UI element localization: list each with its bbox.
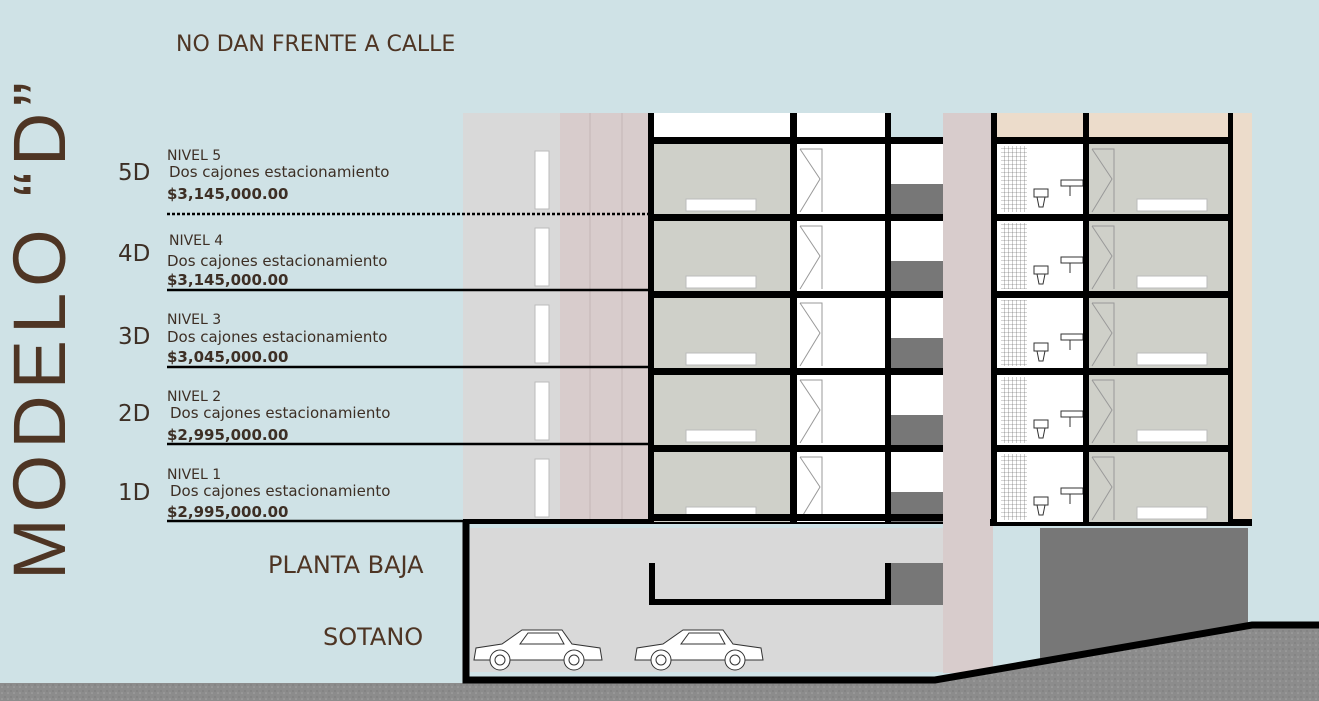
- hall-left: [797, 144, 885, 214]
- toilet-icon: [1033, 188, 1049, 208]
- wall: [790, 113, 797, 521]
- right-facade: [1233, 113, 1252, 521]
- level-name: NIVEL 4: [169, 233, 224, 249]
- bed-icon: [685, 352, 757, 366]
- level-price: $3,045,000.00: [167, 348, 289, 366]
- bed-icon: [1136, 506, 1208, 520]
- stair-gap: [891, 144, 943, 184]
- hall-left: [797, 375, 885, 445]
- window-icon: [534, 227, 550, 287]
- floor-slab: [991, 214, 1233, 221]
- level-name: NIVEL 3: [167, 312, 222, 328]
- stair-gap: [891, 298, 943, 338]
- stair-landing: [891, 415, 943, 445]
- door-icon: [1091, 148, 1115, 213]
- level-code: 1D: [118, 480, 151, 506]
- door-icon: [1091, 225, 1115, 290]
- wall: [1083, 113, 1089, 521]
- stair-landing: [891, 338, 943, 368]
- level-price: $2,995,000.00: [167, 503, 289, 521]
- tile-wall: [1001, 377, 1027, 443]
- ground: [0, 625, 1319, 701]
- planta-baja-frame: [649, 563, 891, 605]
- floor-slab: [991, 368, 1233, 375]
- wall: [1228, 113, 1233, 521]
- tile-wall: [1001, 454, 1027, 520]
- level-code: 4D: [118, 241, 151, 267]
- hall-left: [797, 452, 885, 522]
- bed-icon: [1136, 352, 1208, 366]
- floor-slab: [991, 291, 1233, 298]
- hall-left: [797, 221, 885, 291]
- window-icon: [534, 381, 550, 441]
- ramp-block: [891, 563, 943, 605]
- basement-walls: [462, 521, 1319, 684]
- level-code: 3D: [118, 324, 151, 350]
- car-icon: [473, 629, 603, 671]
- level-name: NIVEL 2: [167, 389, 222, 405]
- toilet-icon: [1033, 265, 1049, 285]
- model-title: MODELO “D”: [0, 76, 81, 580]
- level-parking: Dos cajones estacionamiento: [170, 482, 391, 500]
- tile-wall: [1001, 300, 1027, 366]
- door-icon: [799, 225, 823, 290]
- level-price: $3,145,000.00: [167, 271, 289, 289]
- level-price: $3,145,000.00: [167, 185, 289, 203]
- planta-baja-label: PLANTA BAJA: [268, 551, 424, 579]
- bed-icon: [1136, 198, 1208, 212]
- stair-landing: [891, 261, 943, 291]
- door-icon: [799, 148, 823, 213]
- level-parking: Dos cajones estacionamiento: [169, 163, 390, 181]
- stair-gap: [891, 375, 943, 415]
- bed-icon: [685, 429, 757, 443]
- level-code: 2D: [118, 401, 151, 427]
- wall: [885, 113, 891, 521]
- subtitle: NO DAN FRENTE A CALLE: [176, 32, 456, 57]
- level-name: NIVEL 1: [167, 467, 222, 483]
- floor-slab: [991, 137, 1233, 144]
- floor-slab: [991, 445, 1233, 452]
- left-column-facade: [560, 113, 650, 521]
- wall: [648, 113, 654, 521]
- roof-right: [997, 113, 1233, 137]
- car-icon: [634, 629, 764, 671]
- bed-icon: [685, 198, 757, 212]
- ramp-fill: [1040, 528, 1248, 662]
- bed-icon: [1136, 429, 1208, 443]
- stair-gap: [891, 221, 943, 261]
- level-parking: Dos cajones estacionamiento: [167, 328, 388, 346]
- stair-gap: [891, 452, 943, 492]
- tile-wall: [1001, 146, 1027, 212]
- sotano-label: SOTANO: [323, 623, 424, 651]
- toilet-icon: [1033, 496, 1049, 516]
- toilet-icon: [1033, 342, 1049, 362]
- level-price: $2,995,000.00: [167, 426, 289, 444]
- hall-left: [797, 298, 885, 368]
- level-code: 5D: [118, 160, 151, 186]
- door-icon: [1091, 456, 1115, 521]
- toilet-icon: [1033, 419, 1049, 439]
- door-icon: [799, 456, 823, 521]
- bed-icon: [685, 275, 757, 289]
- window-icon: [534, 304, 550, 364]
- window-icon: [534, 150, 550, 210]
- door-icon: [1091, 379, 1115, 444]
- bed-icon: [1136, 275, 1208, 289]
- stair-tower: [943, 113, 993, 673]
- stair-landing: [891, 184, 943, 214]
- level-parking: Dos cajones estacionamiento: [170, 404, 391, 422]
- roof-left: [650, 113, 890, 137]
- door-icon: [799, 302, 823, 367]
- door-icon: [799, 379, 823, 444]
- tile-wall: [1001, 223, 1027, 289]
- ground-slab-right: [990, 519, 1252, 526]
- level-parking: Dos cajones estacionamiento: [167, 252, 388, 270]
- level-name: NIVEL 5: [167, 148, 222, 164]
- window-icon: [534, 458, 550, 518]
- wall: [991, 113, 997, 521]
- door-icon: [1091, 302, 1115, 367]
